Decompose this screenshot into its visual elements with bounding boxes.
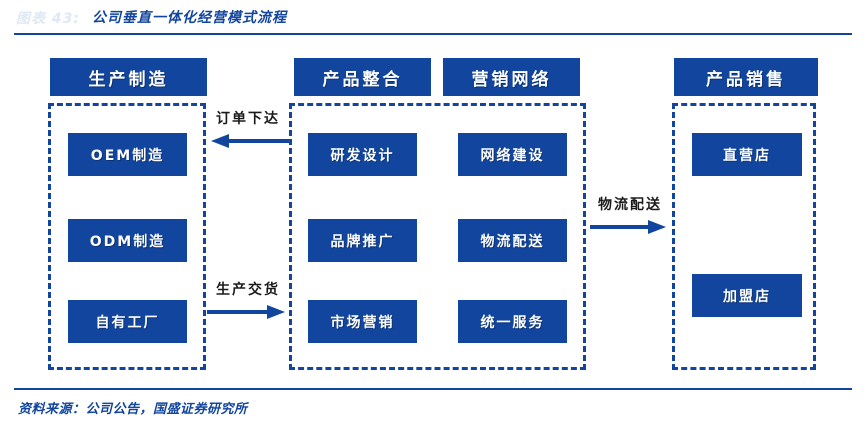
node-own-factory[interactable]: 自有工厂 — [68, 300, 187, 343]
node-rd-design[interactable]: 研发设计 — [308, 133, 417, 176]
bottom-divider — [14, 388, 852, 390]
node-market-marketing[interactable]: 市场营销 — [308, 300, 417, 343]
node-unified-service[interactable]: 统一服务 — [458, 300, 567, 343]
flow-logistics-delivery: 物流配送 — [588, 198, 672, 239]
column-header-product-integration: 产品整合 — [294, 58, 431, 96]
flow-label-logistics-delivery: 物流配送 — [598, 197, 662, 213]
flow-label-order-placed: 订单下达 — [216, 111, 280, 127]
node-brand-promotion[interactable]: 品牌推广 — [308, 219, 417, 262]
column-header-manufacturing: 生产制造 — [50, 58, 207, 96]
top-divider — [14, 33, 852, 35]
source-note: 资料来源：公司公告，国盛证券研究所 — [18, 402, 248, 417]
column-container-product-sales — [672, 103, 816, 370]
column-container-integration-network — [289, 103, 586, 370]
node-network-construction[interactable]: 网络建设 — [458, 133, 567, 176]
figure-number-label: 图表 43: — [16, 11, 80, 27]
column-container-manufacturing — [48, 103, 206, 370]
arrow-right-icon-2 — [588, 219, 672, 239]
node-franchise-store[interactable]: 加盟店 — [692, 274, 802, 317]
node-oem-manufacturing[interactable]: OEM制造 — [68, 133, 187, 176]
flow-order-placed: 订单下达 — [205, 112, 291, 153]
node-direct-store[interactable]: 直营店 — [692, 133, 802, 176]
flow-label-production-delivery: 生产交货 — [216, 282, 280, 298]
page-title: 公司垂直一体化经营模式流程 — [92, 10, 287, 26]
flow-production-delivery: 生产交货 — [205, 283, 291, 324]
arrow-left-icon — [205, 133, 291, 153]
column-header-product-sales: 产品销售 — [674, 58, 818, 96]
node-logistics-distribution[interactable]: 物流配送 — [458, 219, 567, 262]
node-odm-manufacturing[interactable]: ODM制造 — [68, 219, 187, 262]
column-header-marketing-network: 营销网络 — [443, 58, 580, 96]
arrow-right-icon — [205, 304, 291, 324]
